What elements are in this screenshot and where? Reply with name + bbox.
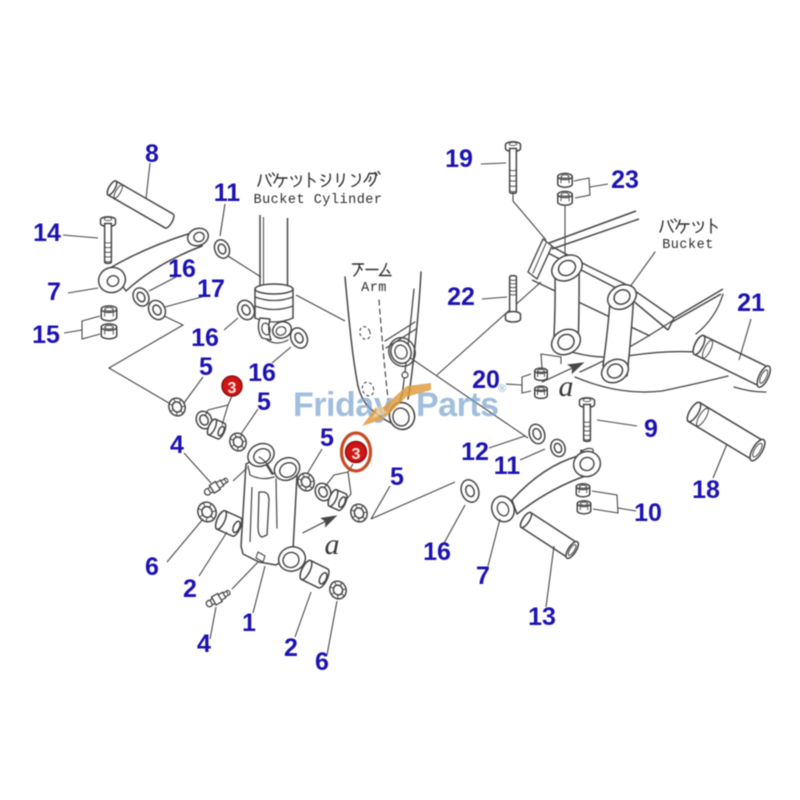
svg-text:11: 11: [214, 179, 241, 207]
svg-text:14: 14: [33, 219, 61, 247]
svg-text:Bucket: Bucket: [662, 238, 714, 253]
svg-text:23: 23: [611, 166, 639, 194]
svg-text:Bucket Cylinder: Bucket Cylinder: [253, 193, 382, 208]
svg-text:17: 17: [197, 275, 225, 303]
svg-text:4: 4: [170, 431, 184, 459]
svg-text:20: 20: [472, 366, 500, 394]
svg-text:Arm: Arm: [361, 281, 387, 296]
svg-text:15: 15: [32, 321, 60, 349]
svg-text:6: 6: [315, 648, 329, 676]
svg-text:1: 1: [242, 609, 256, 637]
svg-text:a: a: [325, 528, 340, 561]
svg-text:7: 7: [476, 562, 490, 590]
svg-text:a: a: [559, 370, 574, 403]
svg-text:22: 22: [447, 283, 475, 311]
svg-text:6: 6: [145, 553, 159, 581]
svg-text:2: 2: [284, 634, 298, 662]
svg-text:19: 19: [445, 145, 473, 173]
svg-text:5: 5: [390, 463, 404, 491]
svg-text:8: 8: [145, 140, 159, 168]
svg-text:16: 16: [168, 255, 196, 283]
svg-text:3: 3: [352, 446, 361, 463]
svg-text:10: 10: [634, 499, 662, 527]
svg-text:2: 2: [183, 575, 197, 603]
svg-text:11: 11: [494, 452, 521, 480]
svg-text:7: 7: [47, 278, 61, 306]
svg-text:21: 21: [737, 289, 765, 317]
svg-text:18: 18: [692, 476, 720, 504]
svg-text:13: 13: [528, 603, 556, 631]
svg-text:16: 16: [191, 324, 219, 352]
svg-text:9: 9: [644, 415, 658, 443]
svg-text:16: 16: [248, 359, 276, 387]
svg-text:5: 5: [320, 424, 334, 452]
svg-text:5: 5: [199, 353, 213, 381]
svg-text:Parts: Parts: [416, 386, 499, 424]
svg-text:12: 12: [461, 438, 489, 466]
svg-text:®: ®: [498, 383, 506, 395]
svg-text:3: 3: [228, 380, 237, 397]
svg-text:16: 16: [423, 538, 451, 566]
svg-text:5: 5: [257, 388, 271, 416]
svg-text:4: 4: [197, 630, 211, 658]
